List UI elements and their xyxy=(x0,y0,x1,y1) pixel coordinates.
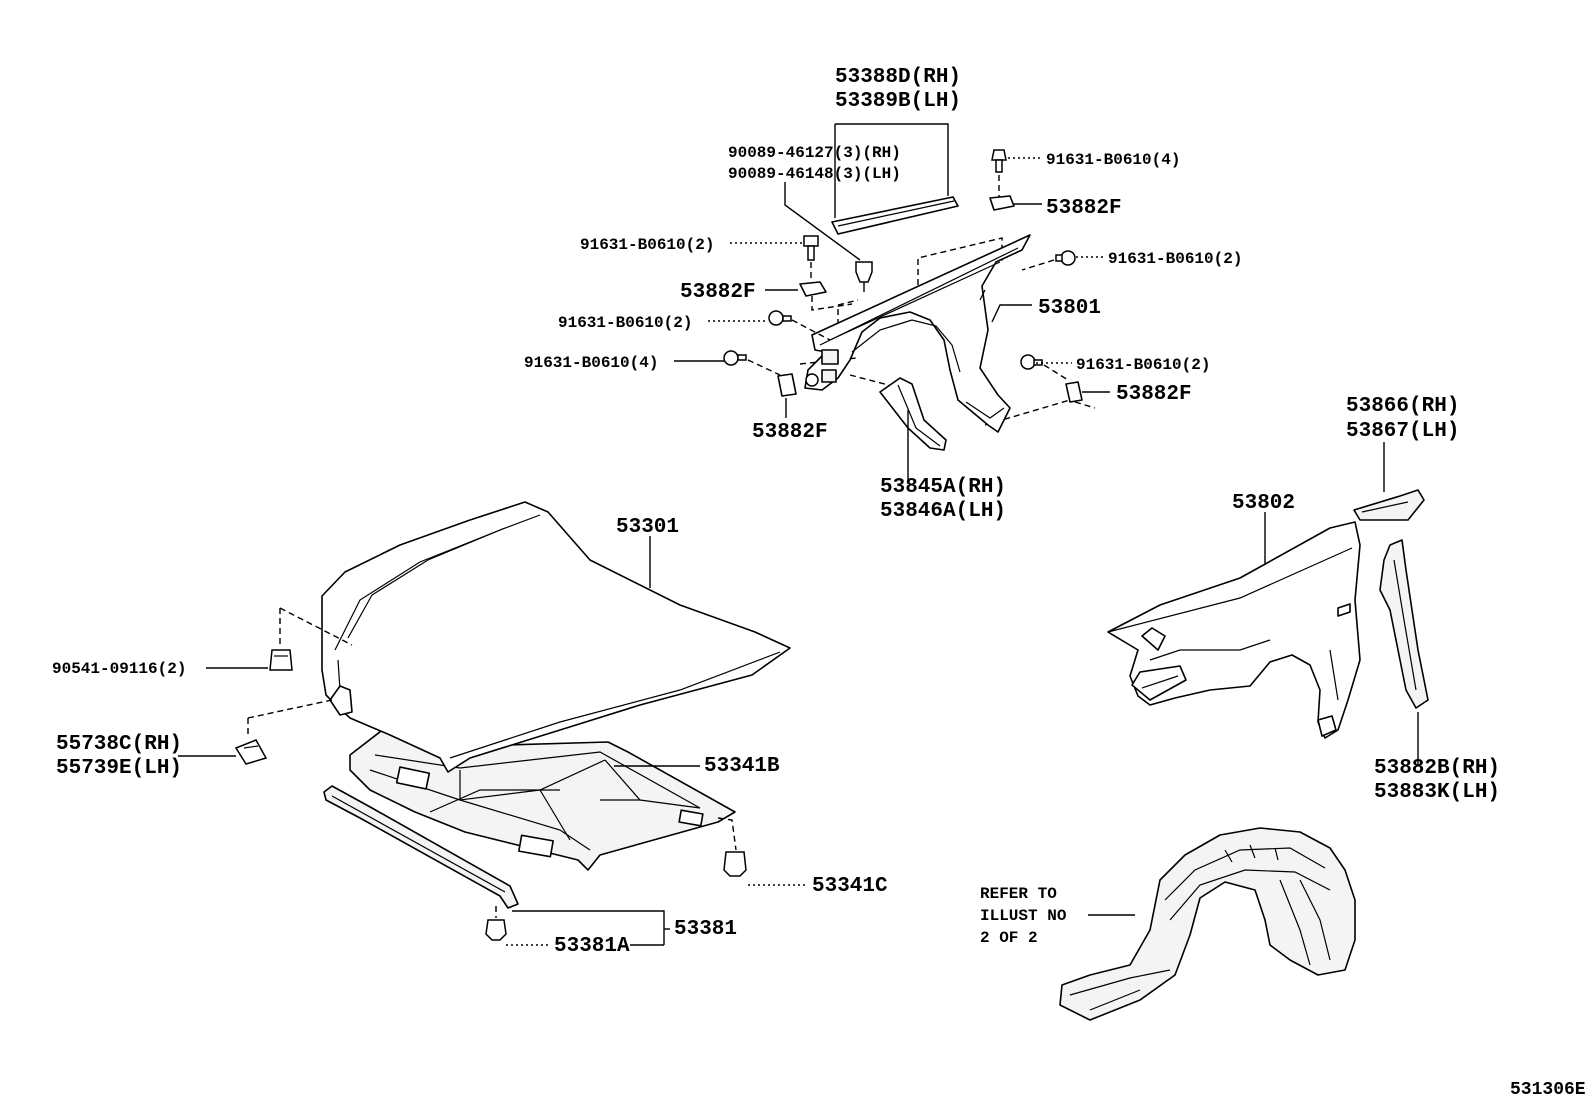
label-90089-lh: 90089-46148(3)(LH) xyxy=(728,165,901,183)
label-53388D: 53388D(RH) xyxy=(835,66,961,89)
label-53801: 53801 xyxy=(1038,297,1101,320)
note-line-3: 2 OF 2 xyxy=(980,929,1038,947)
label-53845A: 53845A(RH) xyxy=(880,476,1006,499)
label-53341B: 53341B xyxy=(704,755,780,778)
hood-group xyxy=(321,501,791,909)
label-91631-lower: 91631-B0610(2) xyxy=(1076,356,1210,374)
label-91631-left-lower: 91631-B0610(4) xyxy=(524,354,658,372)
label-53381: 53381 xyxy=(674,918,737,941)
label-53867: 53867(LH) xyxy=(1346,420,1459,443)
fender-liner-outline xyxy=(1059,827,1356,1021)
clip-53882F-left-icon xyxy=(799,281,827,297)
top-fasteners xyxy=(723,149,1096,409)
label-53882F-top: 53882F xyxy=(1046,197,1122,220)
label-90541: 90541-09116(2) xyxy=(52,660,186,678)
clip-53882F-right-icon xyxy=(1065,381,1083,403)
hood-53301 xyxy=(321,501,791,773)
leader-lines xyxy=(178,123,1419,946)
fender-53801-group xyxy=(799,196,1071,451)
clip-53381A-icon xyxy=(485,919,507,941)
figure-number: 531306E xyxy=(1510,1080,1586,1099)
fender-53802-group xyxy=(1107,489,1429,739)
label-53882B: 53882B(RH) xyxy=(1374,757,1500,780)
label-53389B: 53389B(LH) xyxy=(835,90,961,113)
label-53802: 53802 xyxy=(1232,492,1295,515)
label-55738C: 55738C(RH) xyxy=(56,733,182,756)
label-91631-left: 91631-B0610(2) xyxy=(580,236,714,254)
clip-53882F-bottom-icon xyxy=(777,373,797,397)
note-line-1: REFER TO xyxy=(980,885,1057,903)
fender-bracket-53866 xyxy=(1353,489,1425,521)
label-91631-right: 91631-B0610(2) xyxy=(1108,250,1242,268)
clip-53341C-icon xyxy=(723,851,747,877)
bolt-left-icon xyxy=(803,235,819,261)
label-53883K: 53883K(LH) xyxy=(1374,781,1500,804)
label-55739E: 55739E(LH) xyxy=(56,757,182,780)
fender-seal-strip xyxy=(831,196,959,235)
cushion-90541-icon xyxy=(269,649,293,671)
label-91631-mid: 91631-B0610(2) xyxy=(558,314,692,332)
note-line-2: ILLUST NO xyxy=(980,907,1067,925)
fender-53802 xyxy=(1107,521,1361,739)
bumper-55738C-icon xyxy=(234,739,268,765)
bolt-top-icon xyxy=(991,149,1007,173)
labels: 53388D(RH) 53389B(LH) 90089-46127(3)(RH)… xyxy=(52,66,1586,1099)
label-53882F-right: 53882F xyxy=(1116,383,1192,406)
label-53882F-bottom: 53882F xyxy=(752,421,828,444)
label-53866: 53866(RH) xyxy=(1346,395,1459,418)
fender-seal-53882B xyxy=(1379,539,1429,709)
rivet-90089-icon xyxy=(855,261,873,292)
fender-bracket-53845A xyxy=(879,377,947,451)
bolt-lower-right-icon xyxy=(1020,354,1043,370)
clip-53882F-top-icon xyxy=(989,195,1015,211)
label-53381A: 53381A xyxy=(554,935,630,958)
label-53341C: 53341C xyxy=(812,875,888,898)
bolt-mid-icon xyxy=(768,310,792,326)
label-91631-top: 91631-B0610(4) xyxy=(1046,151,1180,169)
hood-seal-53381 xyxy=(323,785,519,909)
label-53846A: 53846A(LH) xyxy=(880,500,1006,523)
fender-apron-53801 xyxy=(804,234,1031,433)
hood-fasteners xyxy=(234,607,747,941)
bolt-left-lower-icon xyxy=(723,350,747,366)
label-53301: 53301 xyxy=(616,516,679,539)
label-90089-rh: 90089-46127(3)(RH) xyxy=(728,144,901,162)
fender-liner xyxy=(1059,827,1356,1021)
bolt-right-icon xyxy=(1055,250,1076,266)
label-53882F-left: 53882F xyxy=(680,281,756,304)
